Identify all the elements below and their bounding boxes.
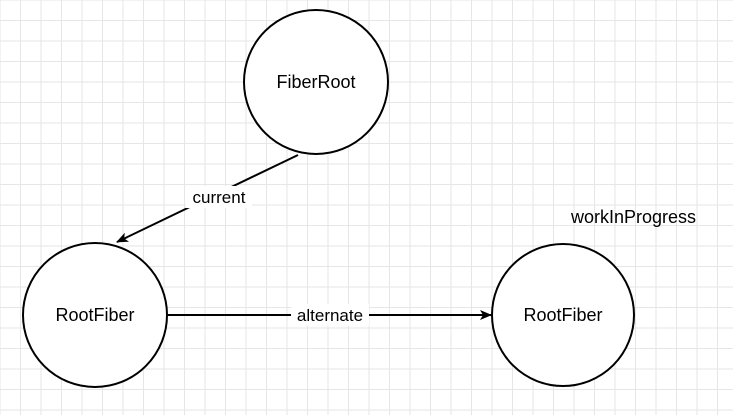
fiber-root-label: FiberRoot: [276, 72, 355, 92]
current-root-fiber-label: RootFiber: [55, 305, 134, 325]
work-in-progress-label: workInProgress: [570, 207, 696, 227]
alternate-edge-label: alternate: [297, 306, 363, 325]
wip-root-fiber-node[interactable]: RootFiber: [491, 243, 635, 387]
fiber-root-node[interactable]: FiberRoot: [243, 9, 389, 155]
current-root-fiber-node[interactable]: RootFiber: [22, 242, 168, 388]
current-edge-label-bg: [186, 186, 252, 208]
alternate-edge-label-bg: [291, 304, 369, 326]
current-edge-label: current: [193, 188, 246, 207]
wip-root-fiber-label: RootFiber: [523, 305, 602, 325]
